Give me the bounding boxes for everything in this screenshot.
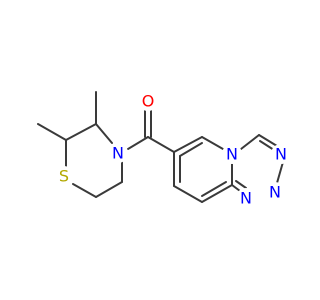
bond-c8a-to-c8 [201,184,233,203]
bond-c3tri-to-n-top-double [259,140,275,151]
bond-carbonyl-c-to-pyridine [147,136,175,153]
bridgehead-nitrogen-atom-label: N [226,145,238,164]
bond-c6py-to-c5py [173,136,203,153]
triazole-nitrogen-top-atom-label: N [275,145,287,164]
oxygen-atom-label: O [142,92,155,111]
bond-c2-to-methyl [37,123,67,141]
bond-amide-n-to-c3 [95,123,113,144]
bond-c6-to-c5 [95,181,123,198]
bond-carbonyl-c-to-amide-n [127,136,149,150]
sulfur-atom-label: S [59,167,69,186]
bond-c8a-to-c8-double [201,181,227,197]
bond-sulfur-to-c6 [72,183,97,198]
triazole-nitrogen-right-atom-label: N [269,183,281,202]
amide-nitrogen-atom-label: N [112,144,124,163]
bond-c8-to-c7 [173,185,203,203]
bond-n-right-to-c8a-double [235,180,247,189]
bond-c6py-to-c5py-double [179,142,203,157]
bond-c5py-to-bridgehead-n [201,136,224,150]
bond-n-top-to-n-right [276,161,284,184]
molecule-structure-diagram: O N S N N N N [37,91,291,208]
atom-labels-group: O N S N N N N [54,91,291,208]
triazole-nitrogen-bottom-atom-label: N [240,189,252,208]
bond-bridgehead-n-to-c3tri [240,134,260,150]
bonds-group [37,91,284,203]
bond-c3tri-to-n-top [258,134,278,147]
bond-c3-to-c2 [65,123,97,141]
